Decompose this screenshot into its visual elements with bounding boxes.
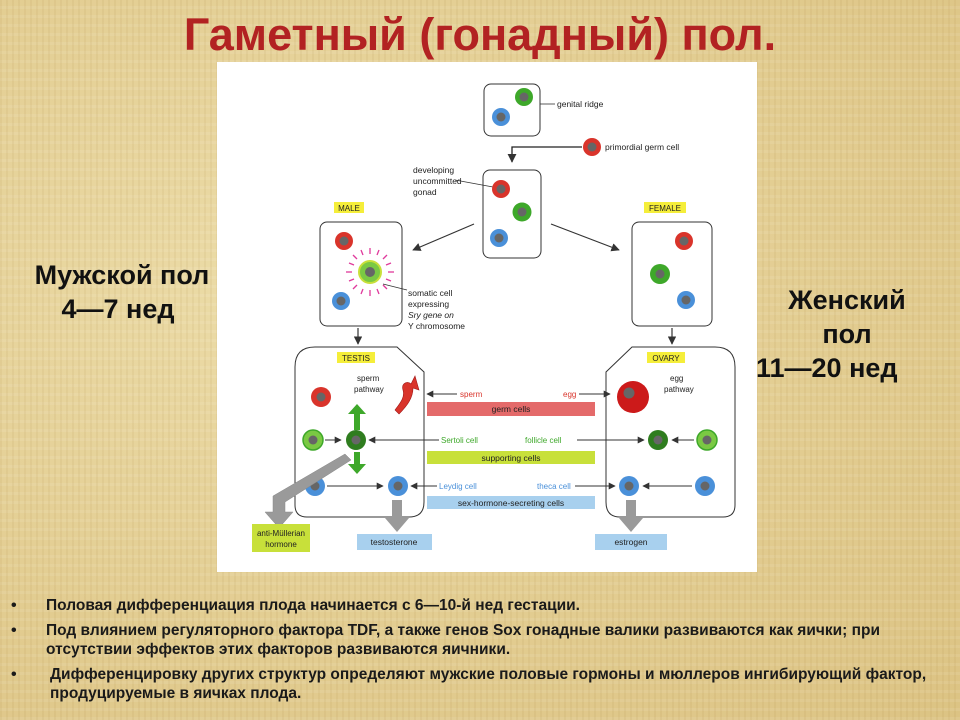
female-gonad-box bbox=[631, 221, 713, 327]
male-sex-label: Мужской пол 4—7 нед bbox=[12, 258, 232, 326]
gonad-differentiation-diagram: genital ridge primordial germ cell devel… bbox=[252, 83, 736, 552]
sertoli-cell-label: Sertoli cell bbox=[441, 436, 478, 445]
primordial-germ-cell-label: primordial germ cell bbox=[605, 142, 679, 152]
male-gonad-box bbox=[319, 221, 403, 327]
sertoli-up-arrow bbox=[348, 404, 366, 430]
gonad-cell-red bbox=[492, 180, 510, 198]
sex-hormone-cells-band-label: sex-hormone-secreting cells bbox=[458, 498, 564, 508]
ridge-cell-blue bbox=[492, 108, 510, 126]
male-sex-label-line1: Мужской пол bbox=[34, 260, 210, 290]
bullet-text: Под влиянием регуляторного фактора TDF, … bbox=[46, 622, 880, 658]
female-tag: FEMALE bbox=[649, 204, 681, 213]
supporting-cells-band-label: supporting cells bbox=[481, 453, 540, 463]
testis-supporting-cell-precursor bbox=[302, 429, 324, 451]
gonad-cell-blue bbox=[490, 229, 508, 247]
germ-cells-band-label: germ cells bbox=[492, 404, 531, 414]
to-male-arrow bbox=[412, 223, 475, 251]
amh-box bbox=[252, 524, 310, 552]
testis-germ-cell bbox=[311, 387, 331, 407]
developing-gonad-box bbox=[482, 169, 542, 259]
estrogen-arrow bbox=[619, 500, 643, 532]
female-cell-green bbox=[650, 264, 670, 284]
germ-cell-migration-arrow bbox=[507, 146, 582, 163]
testis-tag-bg bbox=[337, 352, 375, 363]
to-female-arrow bbox=[550, 223, 620, 252]
sertoli-cell bbox=[346, 430, 366, 450]
sertoli-down-arrow bbox=[348, 452, 366, 474]
sperm-pathway-label-2: pathway bbox=[354, 385, 384, 394]
sperm-pathway-label-1: sperm bbox=[357, 374, 380, 383]
male-cell-blue bbox=[332, 292, 350, 310]
primordial-germ-cell bbox=[583, 138, 601, 156]
bullet-dot: • bbox=[11, 666, 17, 683]
male-cell-red bbox=[335, 232, 353, 250]
supporting-cells-band bbox=[427, 451, 595, 464]
bullet-dot: • bbox=[11, 622, 17, 639]
follicle-cell-label: follicle cell bbox=[525, 436, 562, 445]
bullet-item: • Под влиянием регуляторного фактора TDF… bbox=[8, 621, 953, 659]
female-sex-label-line2: пол bbox=[822, 319, 872, 349]
egg-pathway-label-2: pathway bbox=[664, 385, 694, 394]
sperm-pathway-arrow bbox=[394, 375, 420, 415]
ovary-hormone-cell-precursor bbox=[695, 476, 715, 496]
female-cell-blue bbox=[677, 291, 695, 309]
ovary-box bbox=[605, 346, 736, 518]
bullet-item: • Дифференцировку других структур опреде… bbox=[8, 665, 953, 703]
developing-gonad-label-1: developing bbox=[413, 165, 454, 175]
male-tag: MALE bbox=[338, 204, 360, 213]
developing-gonad-label-3: gonad bbox=[413, 187, 437, 197]
ridge-cell-green bbox=[515, 88, 533, 106]
theca-cell bbox=[619, 476, 639, 496]
developing-gonad-label-2: uncommitted bbox=[413, 176, 462, 186]
bullet-list: • Половая дифференциация плода начинаетс… bbox=[8, 596, 953, 709]
sex-hormone-cells-band bbox=[427, 496, 595, 509]
gonad-differentiation-figure: genital ridge primordial germ cell devel… bbox=[217, 62, 757, 572]
female-sex-label: Женский пол 11—20 нед bbox=[742, 283, 952, 385]
leydig-cell bbox=[388, 476, 408, 496]
egg-pathway-label-1: egg bbox=[670, 374, 683, 383]
ovary-tag-bg bbox=[647, 352, 685, 363]
testosterone-label: testosterone bbox=[371, 537, 418, 547]
testosterone-arrow bbox=[385, 500, 409, 532]
bullet-dot: • bbox=[11, 597, 17, 614]
developing-gonad-pointer bbox=[454, 179, 494, 188]
female-sex-label-line1: Женский bbox=[788, 285, 906, 315]
genital-ridge-box bbox=[483, 83, 541, 137]
ovary-tag: OVARY bbox=[652, 354, 680, 363]
testosterone-box bbox=[357, 534, 432, 550]
female-tag-bg bbox=[644, 202, 686, 213]
estrogen-box bbox=[595, 534, 667, 550]
leydig-cell-label: Leydig cell bbox=[439, 482, 477, 491]
estrogen-label: estrogen bbox=[614, 537, 647, 547]
bullet-item: • Половая дифференциация плода начинаетс… bbox=[8, 596, 953, 615]
bullet-text: Половая дифференциация плода начинается … bbox=[46, 597, 580, 614]
sry-somatic-cell bbox=[346, 248, 394, 296]
egg-cell bbox=[617, 381, 649, 413]
amh-label-1: anti-Müllerian bbox=[257, 529, 305, 538]
testis-tag: TESTIS bbox=[342, 354, 370, 363]
gonad-cell-green bbox=[512, 202, 532, 222]
testis-box bbox=[294, 346, 425, 518]
egg-label: egg bbox=[563, 390, 576, 399]
sperm-label: sperm bbox=[460, 390, 483, 399]
male-sex-label-line2: 4—7 нед bbox=[61, 294, 175, 324]
genital-ridge-label: genital ridge bbox=[557, 99, 604, 109]
female-sex-label-line3: 11—20 нед bbox=[756, 353, 898, 383]
somatic-label-2: expressing bbox=[408, 299, 449, 309]
amh-arrow bbox=[264, 453, 352, 529]
bullet-text: Дифференцировку других структур определя… bbox=[50, 666, 927, 702]
female-cell-red bbox=[675, 232, 693, 250]
somatic-label-1: somatic cell bbox=[408, 288, 453, 298]
follicle-cell bbox=[648, 430, 668, 450]
theca-cell-label: theca cell bbox=[537, 482, 571, 491]
ovary-supporting-cell-precursor bbox=[696, 429, 718, 451]
amh-label-2: hormone bbox=[265, 540, 297, 549]
somatic-cell-pointer bbox=[382, 283, 408, 291]
slide-title: Гаметный (гонадный) пол. bbox=[183, 9, 777, 60]
somatic-label-3: Sry gene on bbox=[408, 310, 454, 320]
somatic-label-4: Y chromosome bbox=[408, 321, 465, 331]
male-tag-bg bbox=[334, 202, 364, 213]
germ-cells-band bbox=[427, 402, 595, 416]
